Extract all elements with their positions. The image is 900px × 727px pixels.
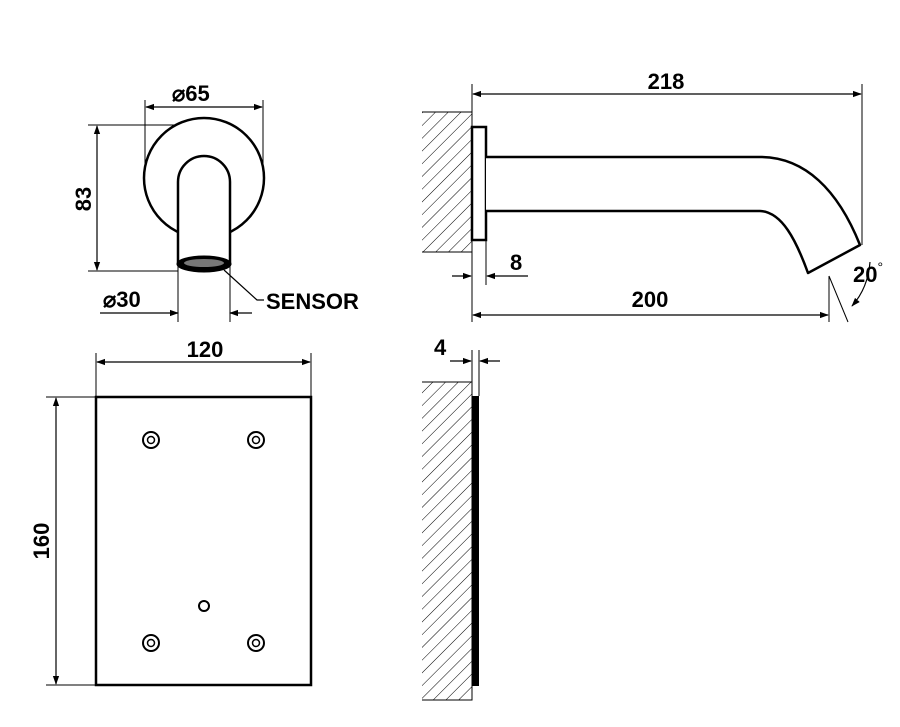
plate-front-view xyxy=(46,353,313,687)
dim-label-4: 4 xyxy=(434,335,447,360)
wall-section-lower xyxy=(422,382,472,700)
front-view xyxy=(88,100,266,322)
wall-section xyxy=(422,112,472,252)
dim-label-height-83: 83 xyxy=(71,187,96,211)
dim-label-angle-20: 20° xyxy=(853,259,883,287)
sensor-label: SENSOR xyxy=(266,289,359,314)
dim-label-200: 200 xyxy=(632,287,669,312)
rosette-plate xyxy=(470,125,488,242)
plate-edge xyxy=(472,396,479,686)
angle-arc-20 xyxy=(851,261,871,307)
dim-label-diameter-30: ⌀30 xyxy=(103,287,141,312)
screw-top-left xyxy=(142,431,160,449)
side-view xyxy=(422,84,871,323)
center-hole xyxy=(198,600,210,612)
dim-label-diameter-65: ⌀65 xyxy=(172,81,210,106)
screw-top-right xyxy=(247,431,265,449)
spout-body xyxy=(486,155,862,275)
plate-side-view xyxy=(422,350,500,701)
back-plate xyxy=(94,395,313,687)
sensor-leader-line xyxy=(223,269,264,301)
dim-label-218: 218 xyxy=(648,69,685,94)
screw-bottom-right xyxy=(247,634,265,652)
dim-label-160: 160 xyxy=(29,523,54,560)
spout-outline xyxy=(176,154,232,265)
dim-label-8: 8 xyxy=(510,250,522,275)
dim-label-120: 120 xyxy=(187,337,224,362)
screw-bottom-left xyxy=(142,634,160,652)
